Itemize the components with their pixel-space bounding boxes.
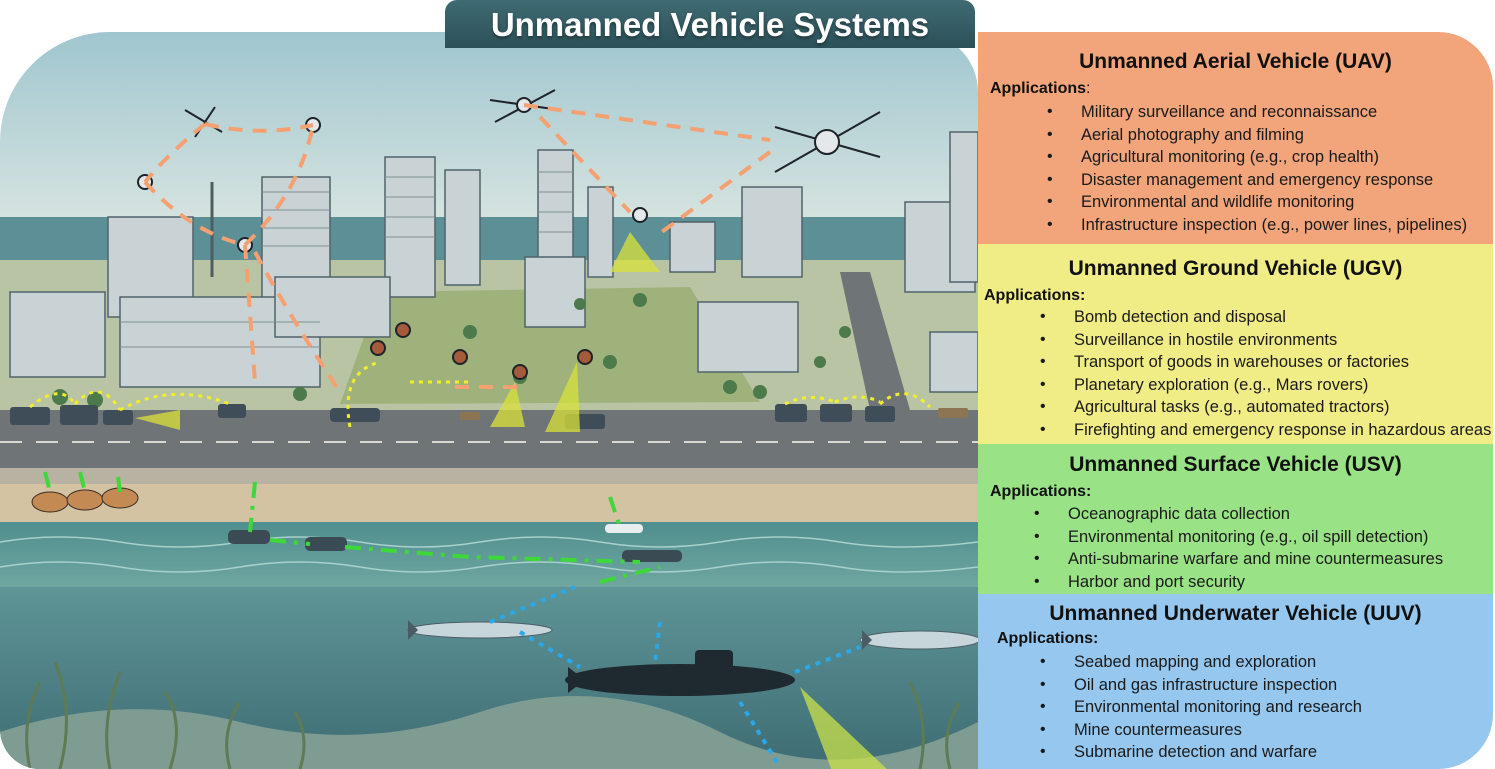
list-item: •Environmental monitoring and research: [1040, 698, 1362, 717]
list-item: •Oil and gas infrastructure inspection: [1040, 675, 1338, 694]
uuv-left: [407, 620, 553, 640]
list-item: •Planetary exploration (e.g., Mars rover…: [1040, 375, 1369, 394]
uav-section: Unmanned Aerial Vehicle (UAV) Applicatio…: [978, 32, 1493, 244]
beach: [0, 484, 978, 526]
list-item: •Agricultural monitoring (e.g., crop hea…: [1047, 148, 1380, 167]
seaweed: [25, 661, 962, 769]
ugv-heading: Unmanned Ground Vehicle (UGV): [1068, 257, 1403, 280]
ugv-section: Unmanned Ground Vehicle (UGV) Applicatio…: [978, 244, 1493, 444]
uuv-heading: Unmanned Underwater Vehicle (UUV): [1049, 602, 1422, 625]
ugv-vehicles: [10, 404, 968, 429]
building-windows: [120, 171, 573, 348]
ugv-applications-list: •Bomb detection and disposal •Surveillan…: [1040, 306, 1492, 442]
illustration-scene: [0, 32, 978, 769]
sonar-beam: [800, 687, 887, 769]
uuv-applications-label: Applications:: [997, 630, 1099, 647]
wave-lines: [0, 536, 978, 573]
seabed: [0, 696, 978, 769]
list-item: •Transport of goods in warehouses or fac…: [1040, 353, 1410, 372]
uav-applications-list: •Military surveillance and reconnaissanc…: [1047, 101, 1468, 237]
drone-large: [774, 111, 881, 173]
list-item: •Mine countermeasures: [1040, 720, 1242, 739]
uuv-right: [859, 630, 978, 650]
usv-heading: Unmanned Surface Vehicle (USV): [1069, 453, 1402, 476]
applications-panel: Unmanned Aerial Vehicle (UAV) Applicatio…: [978, 32, 1493, 769]
submarine: [565, 650, 795, 696]
buildings: [9, 131, 978, 393]
list-item: •Military surveillance and reconnaissanc…: [1047, 103, 1378, 121]
usv-applications-list: •Oceanographic data collection •Environm…: [1034, 503, 1444, 593]
list-item: •Bomb detection and disposal: [1040, 308, 1286, 326]
side-road: [840, 272, 910, 410]
list-item: •Infrastructure inspection (e.g., power …: [1047, 215, 1468, 234]
usv-links: [43, 471, 661, 584]
uuv-applications-list: •Seabed mapping and exploration •Oil and…: [1040, 651, 1362, 764]
list-item: •Submarine detection and warfare: [1040, 743, 1318, 762]
list-item: •Oceanographic data collection: [1034, 505, 1290, 523]
page-title: Unmanned Vehicle Systems: [445, 0, 975, 48]
drone-quad-2: [452, 349, 593, 380]
park-area: [340, 287, 760, 404]
list-item: •Firefighting and emergency response in …: [1040, 420, 1492, 439]
list-item: •Anti-submarine warfare and mine counter…: [1034, 550, 1444, 569]
list-item: •Surveillance in hostile environments: [1040, 330, 1338, 349]
list-item: •Disaster management and emergency respo…: [1047, 170, 1434, 189]
ugv-links: [29, 360, 932, 428]
usv-boats: [228, 524, 682, 562]
ugv-applications-label: Applications:: [984, 287, 1086, 304]
uuv-links: [489, 585, 861, 769]
uav-heading: Unmanned Aerial Vehicle (UAV): [1079, 50, 1392, 73]
list-item: •Aerial photography and filming: [1047, 125, 1304, 144]
list-item: •Harbor and port security: [1034, 572, 1245, 591]
uuv-section: Unmanned Underwater Vehicle (UUV) Applic…: [978, 594, 1493, 769]
scene-svg: [0, 32, 978, 769]
ugv-drone-beams: [135, 232, 660, 432]
list-item: •Seabed mapping and exploration: [1040, 653, 1317, 671]
uav-links: [143, 103, 772, 394]
uav-applications-label: Applications:: [990, 80, 1091, 97]
surface-sea: [0, 522, 978, 587]
drone-small-4: [632, 207, 648, 223]
list-item: •Environmental and wildlife monitoring: [1047, 193, 1355, 212]
sky: [0, 32, 978, 217]
usv-applications-label: Applications:: [990, 483, 1092, 500]
list-item: •Agricultural tasks (e.g., automated tra…: [1040, 398, 1390, 417]
usv-section: Unmanned Surface Vehicle (USV) Applicati…: [978, 444, 1493, 594]
list-item: •Environmental monitoring (e.g., oil spi…: [1034, 527, 1429, 546]
beach-rovers: [31, 487, 139, 513]
sidewalk: [0, 468, 978, 484]
drone-quad-1: [370, 322, 411, 356]
